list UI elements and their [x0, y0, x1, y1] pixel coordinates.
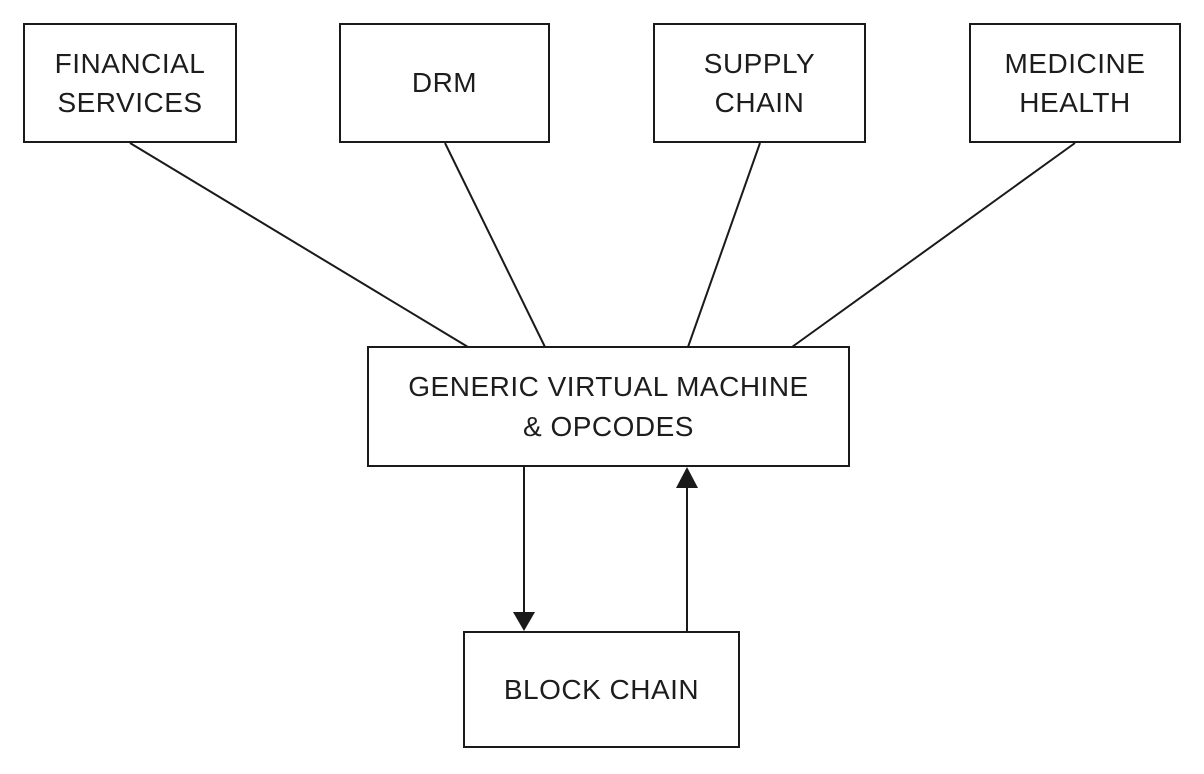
node-drm: DRM — [339, 23, 550, 143]
node-generic-virtual-machine: GENERIC VIRTUAL MACHINE & OPCODES — [367, 346, 850, 467]
connector-drm-to-gvm — [444, 142, 546, 348]
arrowhead-down-icon — [513, 612, 535, 631]
node-block-chain: BLOCK CHAIN — [463, 631, 740, 748]
node-financial-services: FINANCIAL SERVICES — [23, 23, 237, 143]
connector-medicine-to-gvm — [791, 142, 1076, 348]
connector-supply-to-gvm — [687, 142, 761, 348]
arrowhead-up-icon — [676, 467, 698, 488]
node-medicine-health: MEDICINE HEALTH — [969, 23, 1181, 143]
connector-financial-to-gvm — [129, 142, 469, 348]
node-supply-chain: SUPPLY CHAIN — [653, 23, 866, 143]
